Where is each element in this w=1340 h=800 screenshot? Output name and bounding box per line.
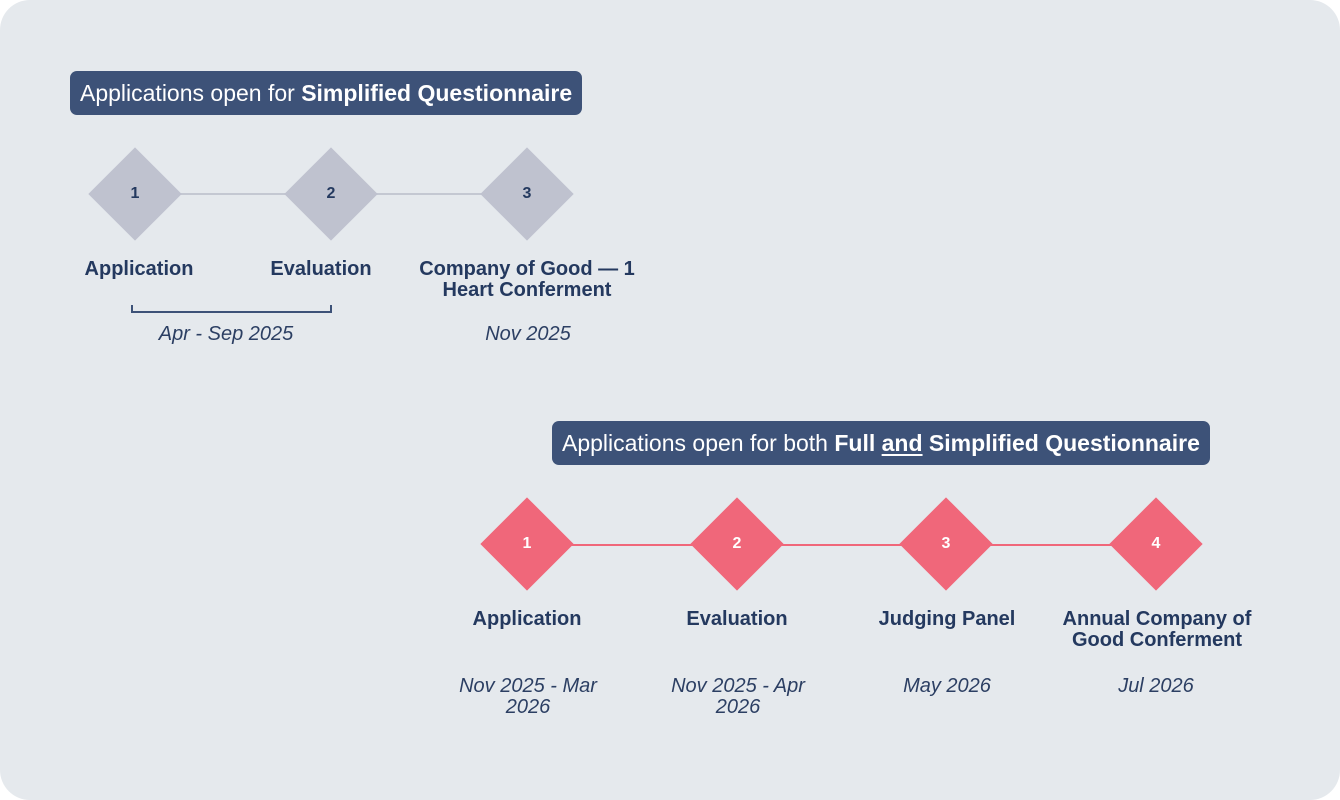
phase1-date-bracket [131, 305, 332, 313]
phase2-step-3-label: Judging Panel [878, 608, 1016, 630]
phase2-step-1-label: Application [472, 608, 582, 630]
phase1-step-2-label: Evaluation [270, 258, 372, 280]
phase1-step-3-label: Company of Good — 1 Heart Conferment [419, 258, 635, 301]
phase2-step-3-date: May 2026 [903, 675, 991, 697]
phase2-banner: Applications open for both Full and Simp… [552, 421, 1210, 465]
phase2-banner-full: Full [834, 430, 876, 456]
phase1-banner-prefix: Applications open for [80, 80, 302, 106]
phase2-step-4-number: 4 [1151, 535, 1161, 552]
phase1-step-1-number: 1 [130, 185, 140, 202]
phase2-banner-prefix: Applications open for both [562, 430, 835, 456]
phase1-step-2-number: 2 [326, 185, 336, 202]
phase2-step-3-number: 3 [941, 535, 951, 552]
phase1-step-3-number: 3 [522, 185, 532, 202]
phase2-step-2-date: Nov 2025 - Apr 2026 [671, 675, 805, 718]
phase2-step-2-label: Evaluation [686, 608, 788, 630]
phase2-banner-simplified: Simplified Questionnaire [928, 430, 1200, 456]
phase2-step-4-date: Jul 2026 [1118, 675, 1194, 697]
phase2-step-4-label: Annual Company of Good Conferment [1062, 608, 1252, 651]
phase1-banner-bold: Simplified Questionnaire [301, 80, 573, 106]
phase1-step-1-label: Application [84, 258, 194, 280]
phase2-banner-and: and [881, 430, 923, 456]
phase2-step-1-number: 1 [522, 535, 532, 552]
phase1-date-conferment: Nov 2025 [485, 323, 571, 345]
phase2-step-2-number: 2 [732, 535, 742, 552]
phase1-date-range: Apr - Sep 2025 [158, 323, 294, 345]
phase2-step-1-date: Nov 2025 - Mar 2026 [459, 675, 597, 718]
phase2-connector [527, 544, 1156, 546]
phase1-banner: Applications open for Simplified Questio… [70, 71, 583, 115]
